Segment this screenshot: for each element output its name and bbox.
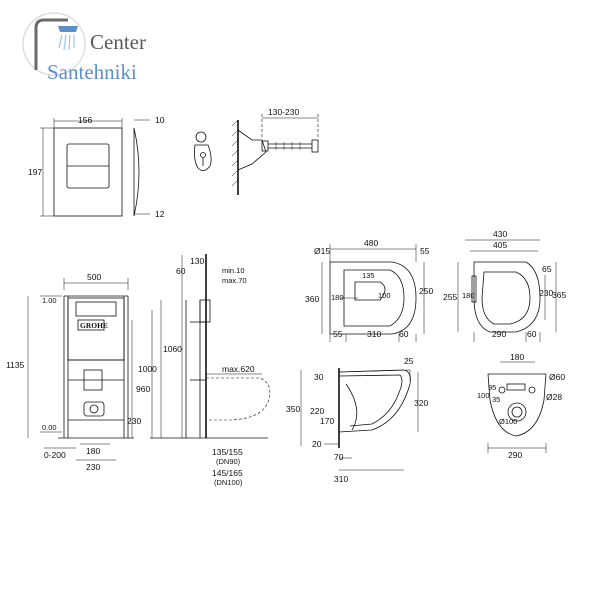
dim-bside-h220: 220 (310, 406, 324, 416)
dim-seat-w430: 430 (493, 229, 507, 239)
dim-plate-height: 197 (28, 167, 42, 177)
actuator-detail (194, 131, 212, 171)
dim-seat-h255: 255 (443, 292, 457, 302)
flush-plate-side-view: 10 12 (133, 115, 165, 219)
dim-bowl-h180: 180 (331, 293, 344, 302)
mounting-rod-detail: 130-230 (231, 107, 319, 195)
dim-side-230: 230 (127, 416, 141, 426)
dim-bback-h95: 95 (488, 383, 496, 392)
dim-bowl-b310: 310 (367, 329, 381, 339)
dim-bowl-hole: Ø15 (314, 246, 330, 256)
dim-rod-length: 130-230 (268, 107, 299, 117)
dim-frame-inner: 180 (86, 446, 100, 456)
dim-bside-b70: 70 (334, 452, 344, 462)
seat-top-view: 430 405 65 255 180 230 365 290 60 (443, 229, 566, 342)
logo-text-santehniki: Santehniki (47, 60, 137, 84)
dim-frame-outer: 230 (86, 462, 100, 472)
dim-frame-bottom-offset: 0.00 (42, 423, 57, 432)
logo-text-center: Center (90, 30, 146, 54)
dim-bside-b310: 310 (334, 474, 348, 484)
dim-bback-d60: Ø60 (549, 372, 565, 382)
dim-side-60: 60 (176, 266, 186, 276)
dim-plate-depth-top: 10 (155, 115, 165, 125)
dim-seat-h65: 65 (542, 264, 552, 274)
dim-bowl-inner135: 135 (362, 271, 375, 280)
dim-seat-h230: 230 (539, 288, 553, 298)
dim-side-max620: max.620 (222, 364, 255, 374)
dim-bowl-h250: 250 (419, 286, 433, 296)
dim-plate-width: 156 (78, 115, 92, 125)
dim-bside-h30: 30 (314, 372, 324, 382)
dim-frame-base-range: 0-200 (44, 450, 66, 460)
dim-bback-d28: Ø28 (546, 392, 562, 402)
bowl-back-view: 180 Ø60 Ø28 100 95 35 Ø100 290 (477, 352, 565, 460)
installation-frame-side-view: 130 60 min.10 max.70 1060 1000 960 230 m… (127, 254, 271, 487)
dim-bowl-width: 480 (364, 238, 378, 248)
dim-bside-h320: 320 (414, 398, 428, 408)
dim-pipe-1-dn: (DN90) (216, 457, 241, 466)
dim-frame-width: 500 (87, 272, 101, 282)
dim-bback-w180: 180 (510, 352, 524, 362)
dim-frame-height: 1135 (6, 360, 25, 370)
dim-bside-h170: 170 (320, 416, 334, 426)
dim-plate-depth-bottom: 12 (155, 209, 165, 219)
flush-plate-front-view: 156 197 (28, 115, 123, 217)
dim-bowl-h55: 55 (420, 246, 430, 256)
dim-pipe-2-dn: (DN100) (214, 478, 243, 487)
dim-seat-b290: 290 (492, 329, 506, 339)
dim-bside-h350: 350 (286, 404, 300, 414)
dim-pipe-1: 135/155 (212, 447, 243, 457)
dim-bowl-b55: 55 (333, 329, 343, 339)
dim-bback-h35: 35 (492, 395, 500, 404)
dim-bowl-h360: 360 (305, 294, 319, 304)
installation-frame-front-view: 500 GROHE 1.00 1135 0.00 0-200 (6, 272, 134, 472)
dim-side-130: 130 (190, 256, 204, 266)
frame-brand-label: GROHE (80, 321, 108, 330)
dim-seat-w405: 405 (493, 240, 507, 250)
dim-frame-top-offset: 1.00 (42, 296, 57, 305)
dim-seat-b60: 60 (527, 329, 537, 339)
dim-bowl-inner100: 100 (378, 291, 391, 300)
dim-bowl-b60: 60 (399, 329, 409, 339)
bowl-top-view: 480 Ø15 55 135 100 360 180 250 55 310 60 (305, 238, 433, 342)
dim-side-max: max.70 (222, 276, 247, 285)
dim-pipe-2: 145/165 (212, 468, 243, 478)
dim-seat-h365: 365 (552, 290, 566, 300)
dim-bside-b20: 20 (312, 439, 322, 449)
dim-side-min: min.10 (222, 266, 245, 275)
shower-head-icon (22, 12, 86, 76)
dim-side-1060: 1060 (163, 344, 182, 354)
dim-bback-d100: Ø100 (499, 417, 517, 426)
dim-bback-w290: 290 (508, 450, 522, 460)
dim-side-960: 960 (136, 384, 150, 394)
dim-bside-h25: 25 (404, 356, 414, 366)
dim-bback-h100: 100 (477, 391, 490, 400)
dim-seat-h180: 180 (462, 291, 475, 300)
bowl-side-view: 25 350 320 30 220 170 20 70 310 (286, 356, 428, 484)
dim-side-1000: 1000 (138, 364, 157, 374)
